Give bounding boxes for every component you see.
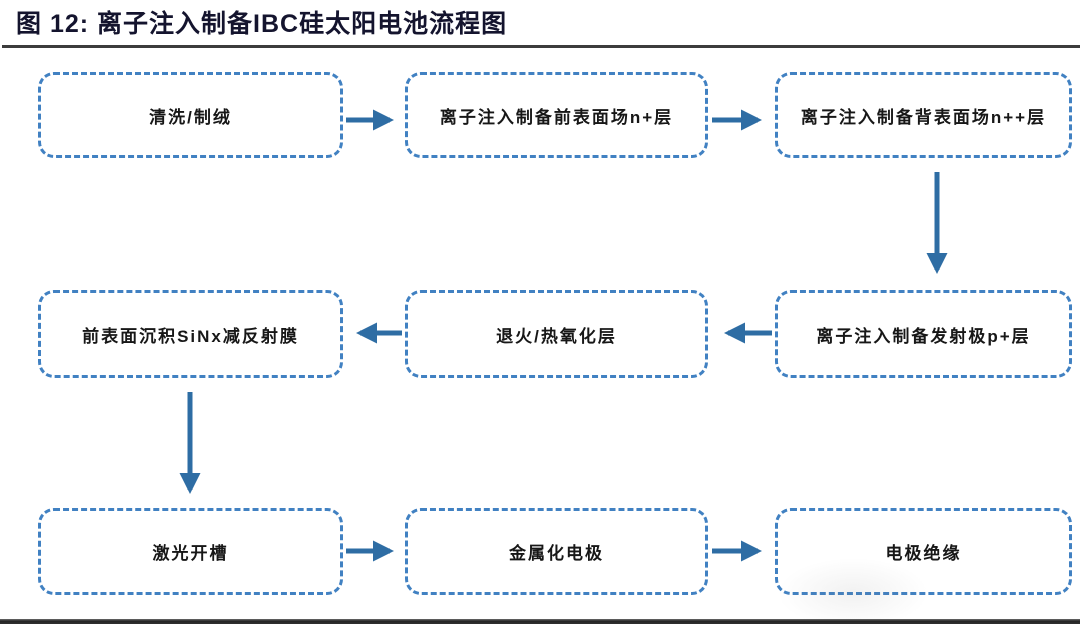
flow-node-emitter-p-plus: 离子注入制备发射极p+层 xyxy=(775,290,1072,378)
flow-node-label: 前表面沉积SiNx减反射膜 xyxy=(82,326,299,346)
flow-node-metallization-electrode: 金属化电极 xyxy=(405,508,708,595)
flow-node-sinx-antireflection-film: 前表面沉积SiNx减反射膜 xyxy=(38,290,343,378)
flow-node-laser-grooving: 激光开槽 xyxy=(38,508,343,595)
bottom-divider-line xyxy=(0,619,1080,624)
flow-node-label: 金属化电极 xyxy=(509,544,604,563)
flow-node-label: 电极绝缘 xyxy=(885,544,962,563)
faint-watermark xyxy=(778,558,928,628)
flow-node-label: 离子注入制备背表面场n++层 xyxy=(800,107,1047,127)
flow-node-cleaning-texturing: 清洗/制绒 xyxy=(38,72,343,158)
flow-node-label: 离子注入制备前表面场n+层 xyxy=(439,107,674,127)
flow-node-front-surface-field-n-plus: 离子注入制备前表面场n+层 xyxy=(405,72,708,158)
flow-node-label: 离子注入制备发射极p+层 xyxy=(816,326,1031,346)
flow-node-label: 激光开槽 xyxy=(152,544,229,563)
flow-node-anneal-thermal-oxide: 退火/热氧化层 xyxy=(405,290,708,378)
title-divider-line xyxy=(2,45,1080,48)
flow-node-electrode-insulation: 电极绝缘 xyxy=(775,508,1072,595)
flow-node-label: 退火/热氧化层 xyxy=(496,326,617,346)
flow-node-back-surface-field-n-plus-plus: 离子注入制备背表面场n++层 xyxy=(775,72,1072,158)
figure-title: 图 12: 离子注入制备IBC硅太阳电池流程图 xyxy=(16,10,508,38)
flow-node-label: 清洗/制绒 xyxy=(149,107,232,127)
